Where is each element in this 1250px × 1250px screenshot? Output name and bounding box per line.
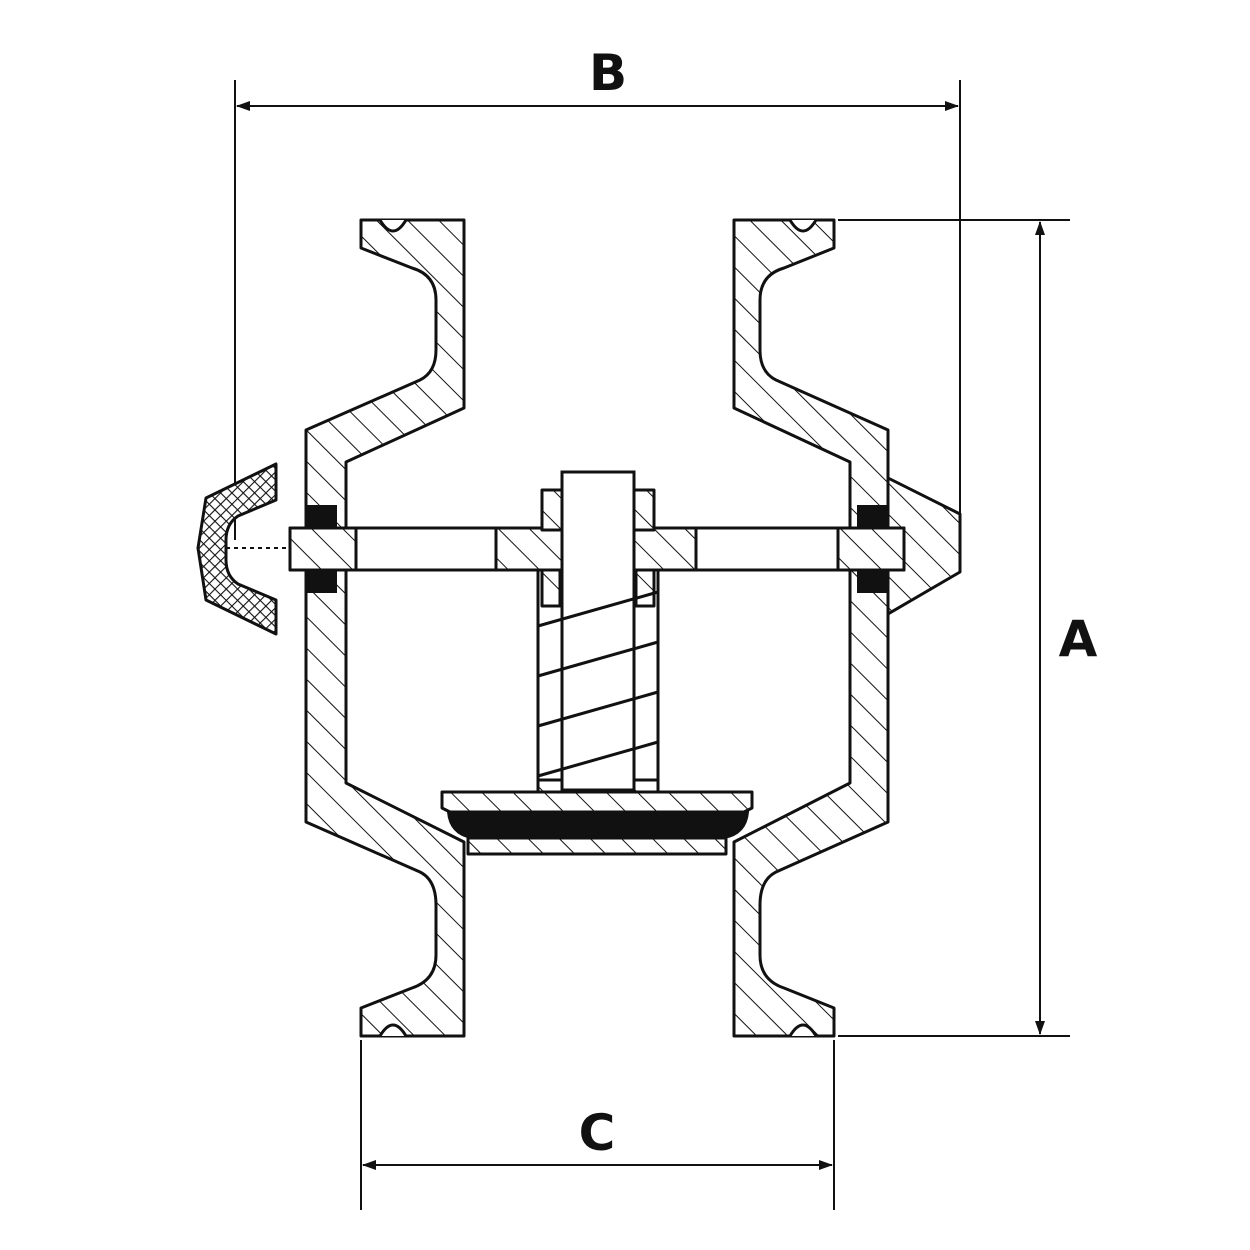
side-cap: [196, 462, 290, 636]
dimension-a-label: A: [1059, 610, 1098, 668]
valve-body-right-wall: [732, 218, 962, 1038]
spring: [536, 590, 660, 794]
dimension-c: C: [360, 1040, 835, 1210]
valve-stem: [560, 470, 636, 792]
dimension-c-label: C: [579, 1104, 616, 1162]
flange-notches: [378, 219, 818, 1037]
flange-bolts: [305, 505, 889, 593]
dimension-b: B: [234, 44, 961, 540]
dimension-a: A: [838, 219, 1098, 1037]
valve-body-left-wall: [304, 218, 466, 1038]
dimension-b-label: B: [589, 44, 627, 102]
valve-disc: [440, 790, 754, 856]
